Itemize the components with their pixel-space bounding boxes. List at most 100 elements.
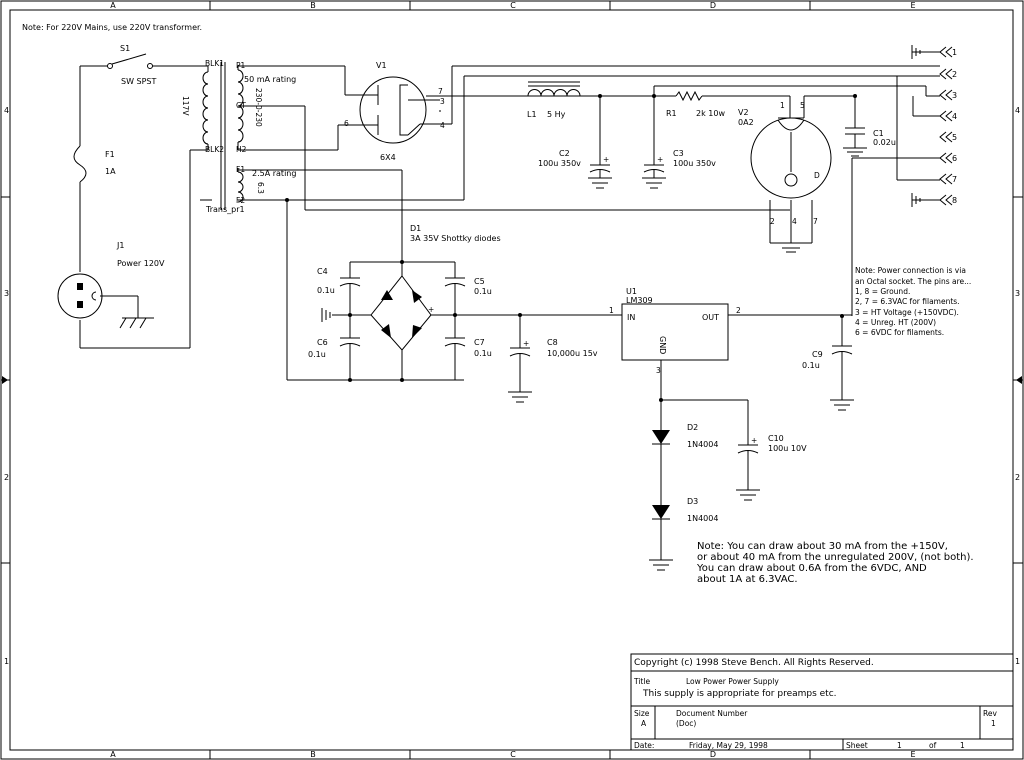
- connector-arrow-4: [939, 110, 947, 122]
- c3-ref: C3: [673, 149, 684, 158]
- grid-row-label: 3: [4, 289, 9, 298]
- u1-pin-3: 3: [656, 366, 661, 375]
- l1-value: 5 Hy: [547, 110, 566, 119]
- grid-col-label: B: [310, 1, 316, 10]
- grid-col-label: C: [510, 1, 516, 10]
- j1-ref: J1: [116, 241, 124, 250]
- xfmr-fil-v: 6.3: [256, 182, 265, 194]
- primary-circuit: [79, 65, 208, 349]
- connector-pin-label: 6: [952, 154, 957, 163]
- v2-value: 0A2: [738, 118, 754, 127]
- svg-text:+: +: [603, 155, 609, 164]
- svg-text:+: +: [428, 305, 434, 314]
- regulator-u1: U1 LM309 IN OUT GND 1 2 3: [520, 287, 852, 400]
- d1-ref: D1: [410, 224, 421, 233]
- svg-text:an Octal socket. The pins are.: an Octal socket. The pins are...: [855, 277, 971, 286]
- u1-pin-1: 1: [609, 306, 614, 315]
- connector-arrow-6: [939, 152, 947, 164]
- cap-c4: C4 0.1u: [317, 262, 361, 315]
- c1-ref: C1: [873, 129, 884, 138]
- u1-pin-2: 2: [736, 306, 741, 315]
- sheet-label: Sheet: [846, 741, 868, 750]
- cap-c10: + C10 100u 10V: [736, 400, 807, 501]
- title-block: Copyright (c) 1998 Steve Bench. All Righ…: [630, 653, 1014, 751]
- xfmr-fil-rating: 2.5A rating: [252, 169, 296, 178]
- c5-value: 0.1u: [474, 287, 492, 296]
- svg-text:+: +: [751, 436, 757, 445]
- c8-value: 10,000u 15v: [547, 349, 598, 358]
- d2-ref: D2: [687, 423, 698, 432]
- connector-arrow-2: [945, 68, 953, 80]
- diode-d2: D2 1N4004: [652, 398, 748, 505]
- transformer: BLK1 BLK2 117V P1 50 mA rating 230-0-230…: [181, 59, 296, 214]
- v2-pin-5: 5: [800, 101, 805, 110]
- cap-c1: C1 0.02u: [804, 94, 896, 157]
- d3-ref: D3: [687, 497, 698, 506]
- grid-col-label: E: [910, 1, 915, 10]
- v1-pin-3: 3: [440, 97, 445, 106]
- c8-ref: C8: [547, 338, 558, 347]
- d3-value: 1N4004: [687, 514, 718, 523]
- header-note: Note: For 220V Mains, use 220V transform…: [22, 23, 202, 32]
- svg-text:1, 8 = Ground.: 1, 8 = Ground.: [855, 287, 910, 296]
- connector-arrow-2: [939, 68, 947, 80]
- drawing-subtitle: This supply is appropriate for preamps e…: [642, 689, 837, 699]
- v2-pin-4: 4: [792, 217, 797, 226]
- connector-pin-label: 5: [952, 133, 957, 142]
- d2-value: 1N4004: [687, 440, 718, 449]
- xfmr-primary-v: 117V: [181, 96, 190, 116]
- c4-ref: C4: [317, 267, 328, 276]
- svg-text:2, 7 = 6.3VAC for filaments.: 2, 7 = 6.3VAC for filaments.: [855, 297, 960, 306]
- cap-c5: C5 0.1u: [444, 262, 492, 315]
- v2-pin-7: 7: [813, 217, 818, 226]
- xfmr-blk1: BLK1: [205, 59, 224, 68]
- connector-arrow-5: [945, 131, 953, 143]
- switch-s1: S1 SW SPST: [107, 44, 157, 86]
- cap-c8: + C8 10,000u 15v: [508, 313, 598, 403]
- xfmr-blk2: BLK2: [205, 145, 224, 154]
- connector-arrow-3: [939, 89, 947, 101]
- cap-c7: C7 0.1u: [444, 315, 492, 381]
- of-label: of: [929, 741, 937, 750]
- fuse-f1: F1 1A: [73, 140, 116, 188]
- connector-arrow-8: [939, 194, 947, 206]
- v1-pin-7: 7: [438, 87, 443, 96]
- v1-pin-4: 4: [440, 121, 445, 130]
- l1-ref: L1: [527, 110, 537, 119]
- svg-text:3 = HT Voltage (+150VDC).: 3 = HT Voltage (+150VDC).: [855, 308, 959, 317]
- xfmr-secondary-v: 230-0-230: [254, 88, 263, 127]
- cap-c3: + C3 100u 350v: [642, 96, 716, 189]
- r1-value: 2k 10w: [696, 109, 725, 118]
- grid-row-label: 2: [1015, 473, 1020, 482]
- docnum-label: Document Number: [676, 709, 748, 718]
- grid-col-label: A: [110, 1, 116, 10]
- connector-arrow-7: [939, 173, 947, 185]
- xfmr-part: Trans_pr1: [205, 205, 245, 214]
- c1-value: 0.02u: [873, 138, 896, 147]
- u1-pin-out: OUT: [702, 313, 719, 322]
- svg-text:You can draw about 0.6A from t: You can draw about 0.6A from the 6VDC, A…: [696, 563, 927, 574]
- c6-ref: C6: [317, 338, 328, 347]
- connector-arrow-5: [939, 131, 947, 143]
- grid-row-label: 1: [1015, 657, 1020, 666]
- f1-value: 1A: [105, 167, 116, 176]
- connector-arrow-1: [945, 46, 953, 58]
- connector-arrow-8: [945, 194, 953, 206]
- connector-pin-label: 8: [952, 196, 957, 205]
- c3-value: 100u 350v: [673, 159, 716, 168]
- power-plug-j1: J1 Power 120V: [57, 241, 165, 329]
- rev-label: Rev: [983, 709, 997, 718]
- v1-pin-6: 6: [344, 119, 349, 128]
- grid-col-label: D: [710, 1, 716, 10]
- rev-value: 1: [991, 719, 996, 728]
- c9-ref: C9: [812, 350, 823, 359]
- grid-row-label: 3: [1015, 289, 1020, 298]
- c5-ref: C5: [474, 277, 485, 286]
- j1-value: Power 120V: [117, 259, 165, 268]
- connector-pin-label: 3: [952, 91, 957, 100]
- u1-value: LM309: [626, 296, 653, 305]
- v1-value: 6X4: [380, 153, 396, 162]
- drawing-title: Low Power Power Supply: [686, 677, 779, 686]
- copyright: Copyright (c) 1998 Steve Bench. All Righ…: [634, 658, 874, 668]
